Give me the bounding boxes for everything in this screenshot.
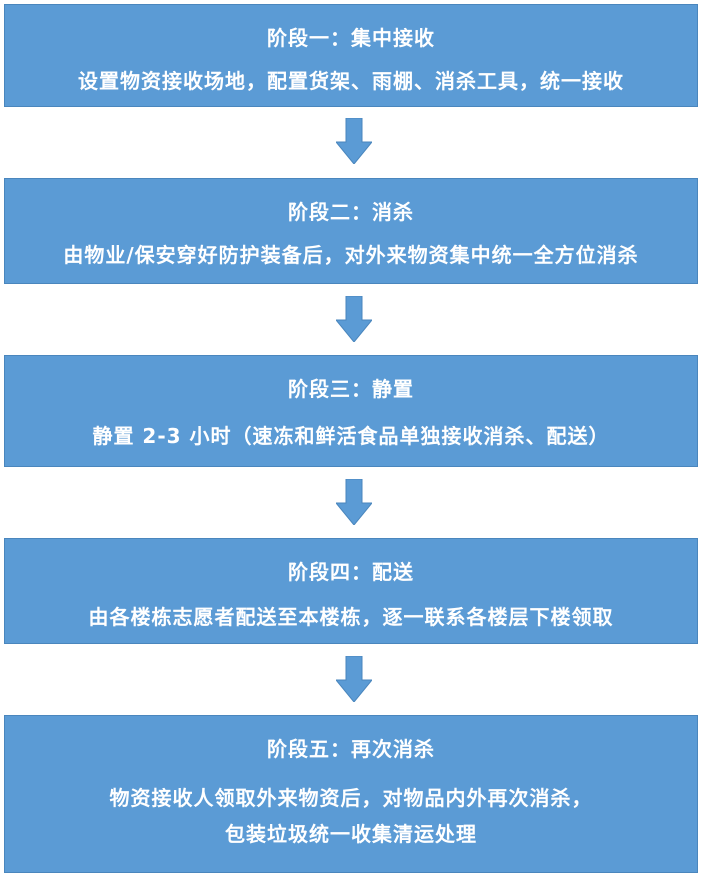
down-arrow-icon — [336, 479, 372, 525]
stage-5-description-line-1: 物资接收人领取外来物资后，对物品内外再次消杀， — [109, 786, 593, 810]
stage-2-title: 阶段二：消杀 — [288, 200, 414, 224]
stage-5-description: 物资接收人领取外来物资后，对物品内外再次消杀， 包装垃圾统一收集清运处理 — [5, 780, 697, 852]
stage-2-box: 阶段二：消杀 由物业/保安穿好防护装备后，对外来物资集中统一全方位消杀 — [4, 178, 698, 284]
down-arrow-icon — [336, 296, 372, 342]
stage-4-box: 阶段四：配送 由各楼栋志愿者配送至本楼栋，逐一联系各楼层下楼领取 — [4, 538, 698, 644]
stage-3-description: 静置 2-3 小时（速冻和鲜活食品单独接收消杀、配送） — [92, 424, 610, 448]
stage-4-description: 由各楼栋志愿者配送至本楼栋，逐一联系各楼层下楼领取 — [88, 605, 614, 629]
stage-2-description: 由物业/保安穿好防护装备后，对外来物资集中统一全方位消杀 — [63, 243, 639, 267]
down-arrow-icon — [336, 118, 372, 164]
stage-4-title: 阶段四：配送 — [288, 560, 414, 584]
stage-1-description: 设置物资接收场地，配置货架、雨棚、消杀工具，统一接收 — [78, 69, 624, 93]
stage-3-box: 阶段三：静置 静置 2-3 小时（速冻和鲜活食品单独接收消杀、配送） — [4, 355, 698, 467]
stage-5-description-line-2: 包装垃圾统一收集清运处理 — [225, 822, 477, 846]
stage-1-box: 阶段一：集中接收 设置物资接收场地，配置货架、雨棚、消杀工具，统一接收 — [4, 4, 698, 107]
down-arrow-icon — [336, 656, 372, 702]
stage-1-title: 阶段一：集中接收 — [267, 26, 435, 50]
stage-3-title: 阶段三：静置 — [288, 377, 414, 401]
stage-5-title: 阶段五：再次消杀 — [267, 737, 435, 761]
stage-5-box: 阶段五：再次消杀 物资接收人领取外来物资后，对物品内外再次消杀， 包装垃圾统一收… — [4, 715, 698, 873]
